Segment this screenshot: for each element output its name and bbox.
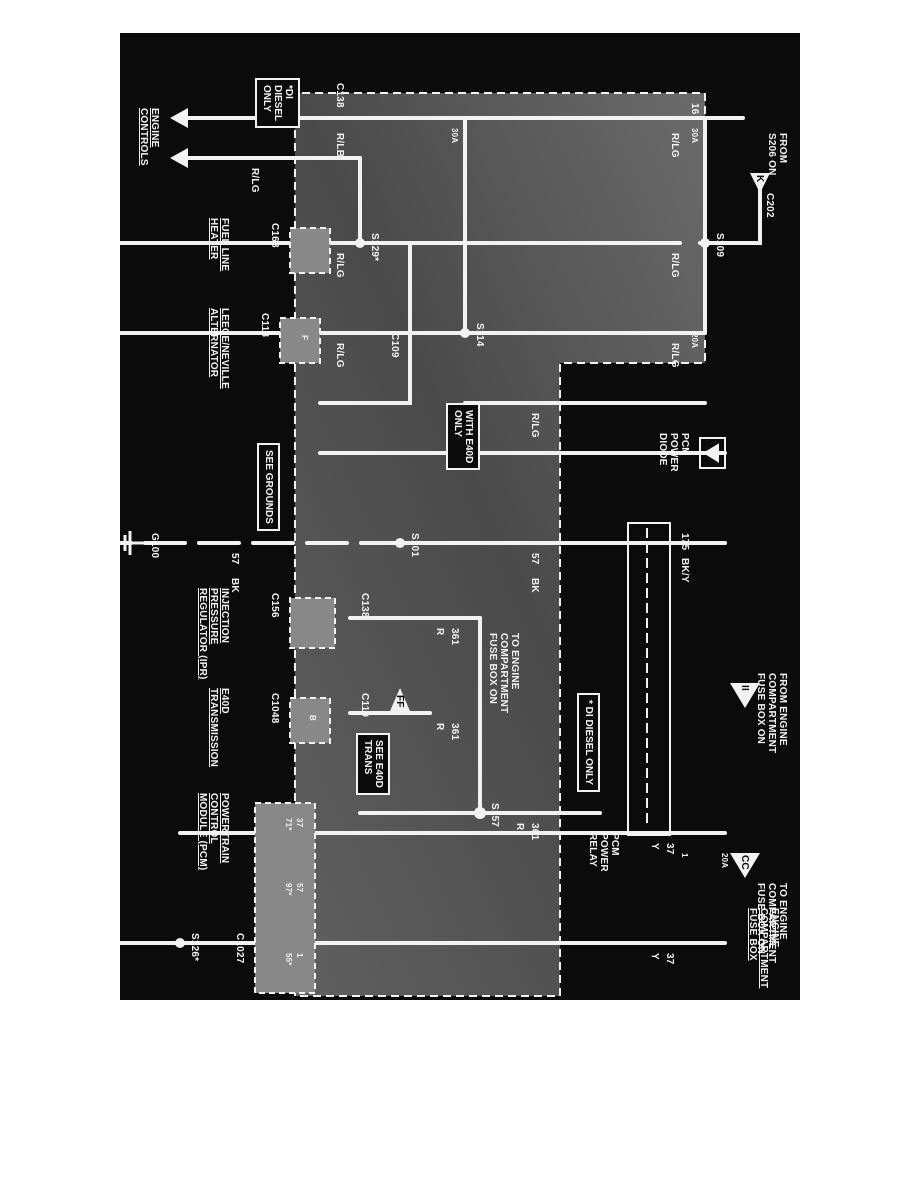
- di-diesel-only-bottom-note: * DI DIESEL ONLY: [577, 693, 600, 793]
- wire-gauge-57: 57: [529, 553, 540, 565]
- wire-gauge-57: 57: [229, 553, 240, 565]
- pcm-box: [254, 802, 316, 994]
- e40d-pin: B: [308, 715, 317, 721]
- wire-color-r: R: [434, 628, 445, 636]
- arrow-engine-controls-2: [170, 148, 188, 168]
- wire-gauge-361: 361: [449, 628, 460, 646]
- arrow-ii: [730, 683, 760, 708]
- arrow-ff: [390, 688, 410, 711]
- fuse-30a: 30A: [690, 128, 699, 144]
- wire-color: R/LG: [669, 343, 680, 368]
- diode-symbol: [699, 437, 726, 469]
- connector-c118: C118: [259, 313, 270, 338]
- alternator-box: [279, 317, 321, 364]
- wire-color: R/LG: [334, 253, 345, 278]
- arrow-ff-letter: FF: [394, 695, 405, 708]
- di-diesel-only-top-note: *DI DIESEL ONLY: [255, 78, 300, 129]
- pcm-power-relay-label: PCM POWER RELAY: [587, 833, 620, 872]
- arrow-k-letter: K: [754, 175, 765, 183]
- splice-s114: S114: [474, 323, 485, 347]
- wiring-diagram: ENGINE COMPARTMENT FUSE BOX FROM S206 ON…: [120, 33, 800, 1000]
- wire-color: R/LG: [669, 133, 680, 158]
- arrow-cc-letter: CC: [739, 855, 750, 870]
- wire-color-bk: BK: [229, 578, 240, 593]
- wire-color-bk-y: BK/Y: [679, 558, 690, 583]
- from-engine-fuse-label: FROM ENGINE COMPARTMENT FUSE BOX ON: [755, 673, 788, 754]
- alternator-pin: F: [300, 335, 309, 341]
- wire-color: R/LG: [249, 168, 260, 193]
- splice-s101: S101: [409, 533, 420, 558]
- pcm-power-diode-label: PCM POWER DIODE: [657, 433, 690, 472]
- wire-color-y: Y: [649, 953, 660, 960]
- wire-gauge-175: 175: [679, 533, 690, 551]
- e40d-box: [289, 697, 331, 744]
- splice-s126: S126*: [189, 933, 200, 962]
- wire-gauge-37: 37: [664, 843, 675, 855]
- fuel-line-heater-box: [289, 227, 331, 274]
- with-e40d-only-note: WITH E40D ONLY: [446, 403, 480, 471]
- splice-s109: S109: [714, 233, 725, 258]
- ipr-box: [289, 597, 336, 649]
- wire-gauge-361: 361: [529, 823, 540, 841]
- fuel-line-heater-label: FUEL LINE HEATER: [208, 218, 230, 272]
- wire-color-bk: BK: [529, 578, 540, 593]
- e40d-transmission-label: E40D TRANSMISSION: [208, 688, 230, 768]
- ground-symbol: [123, 531, 145, 555]
- ipr-label: INJECTION PRESSURE REGULATOR (IPR): [197, 588, 230, 680]
- connector-c138b: C138: [359, 593, 370, 618]
- wire-color: R/LG: [529, 413, 540, 438]
- fuse-30a-b: 30A: [450, 128, 459, 144]
- pcm-label: POWERTRAIN CONTROL MODULE (PCM): [197, 793, 230, 871]
- pcm-pin-b: 57 97*: [284, 883, 304, 896]
- splice-s129: S129*: [369, 233, 380, 262]
- wire-color: R/LG: [669, 253, 680, 278]
- arrow-engine-controls-1: [170, 108, 188, 128]
- connector-c156: C156: [269, 593, 280, 618]
- connector-c110: C110: [359, 693, 370, 718]
- alternator-label: LEECE/NEVILLE ALTERNATOR: [208, 308, 230, 389]
- to-engine-fuse-right-label: TO ENGINE COMPARTMENT FUSE BOX ON: [755, 883, 788, 964]
- connector-c109: C109: [389, 333, 400, 358]
- pcm-relay-box: [627, 522, 671, 836]
- fuse-20a-b: 20A: [720, 853, 729, 869]
- arrow-cc: [730, 853, 760, 878]
- wire-color-r-lb: R/LB: [334, 133, 345, 158]
- wire-gauge-37: 37: [664, 953, 675, 965]
- wire-color-r: R: [434, 723, 445, 731]
- see-e40d-trans-note: SEE E40D TRANS: [356, 733, 390, 795]
- arrow-k: [750, 173, 770, 193]
- connector-c168: C168: [269, 223, 280, 248]
- wire-gauge: 16: [689, 103, 700, 115]
- connector-c202: C202: [764, 193, 775, 218]
- connector-c1048: C1048: [269, 693, 280, 724]
- wire-layer: [120, 92, 770, 997]
- ground-g100: G100: [149, 533, 160, 559]
- fuse-20a: 20A: [690, 333, 699, 349]
- fuse-1: 1: [680, 853, 689, 858]
- pcm-pin-a: 37 71*: [284, 818, 304, 831]
- wire-color-r: R: [514, 823, 525, 831]
- from-s206-label: FROM S206 ON: [766, 133, 788, 176]
- wire-color: R/LG: [334, 343, 345, 368]
- connector-c138: C138: [334, 83, 345, 108]
- see-grounds-note: SEE GROUNDS: [257, 443, 280, 531]
- arrow-ii-letter: II: [739, 685, 750, 691]
- connector-c1027: C1027: [234, 933, 245, 964]
- engine-controls-label: ENGINE CONTROLS: [138, 108, 160, 166]
- wire-gauge-361: 361: [449, 723, 460, 741]
- pcm-pin-c: 1 55*: [284, 953, 304, 966]
- wire-color-y: Y: [649, 843, 660, 850]
- splice-s157: S157: [489, 803, 500, 828]
- to-engine-fuse-bottom-label: TO ENGINE COMPARTMENT FUSE BOX ON: [487, 633, 520, 714]
